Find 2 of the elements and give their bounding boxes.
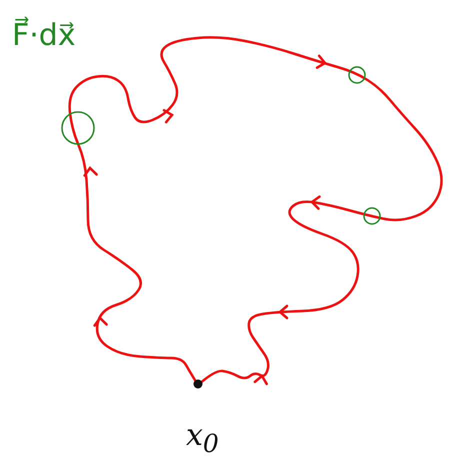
formula-label: F⃗·dx⃗ [12,18,76,53]
point-label: x$_{0}$ [186,418,219,458]
